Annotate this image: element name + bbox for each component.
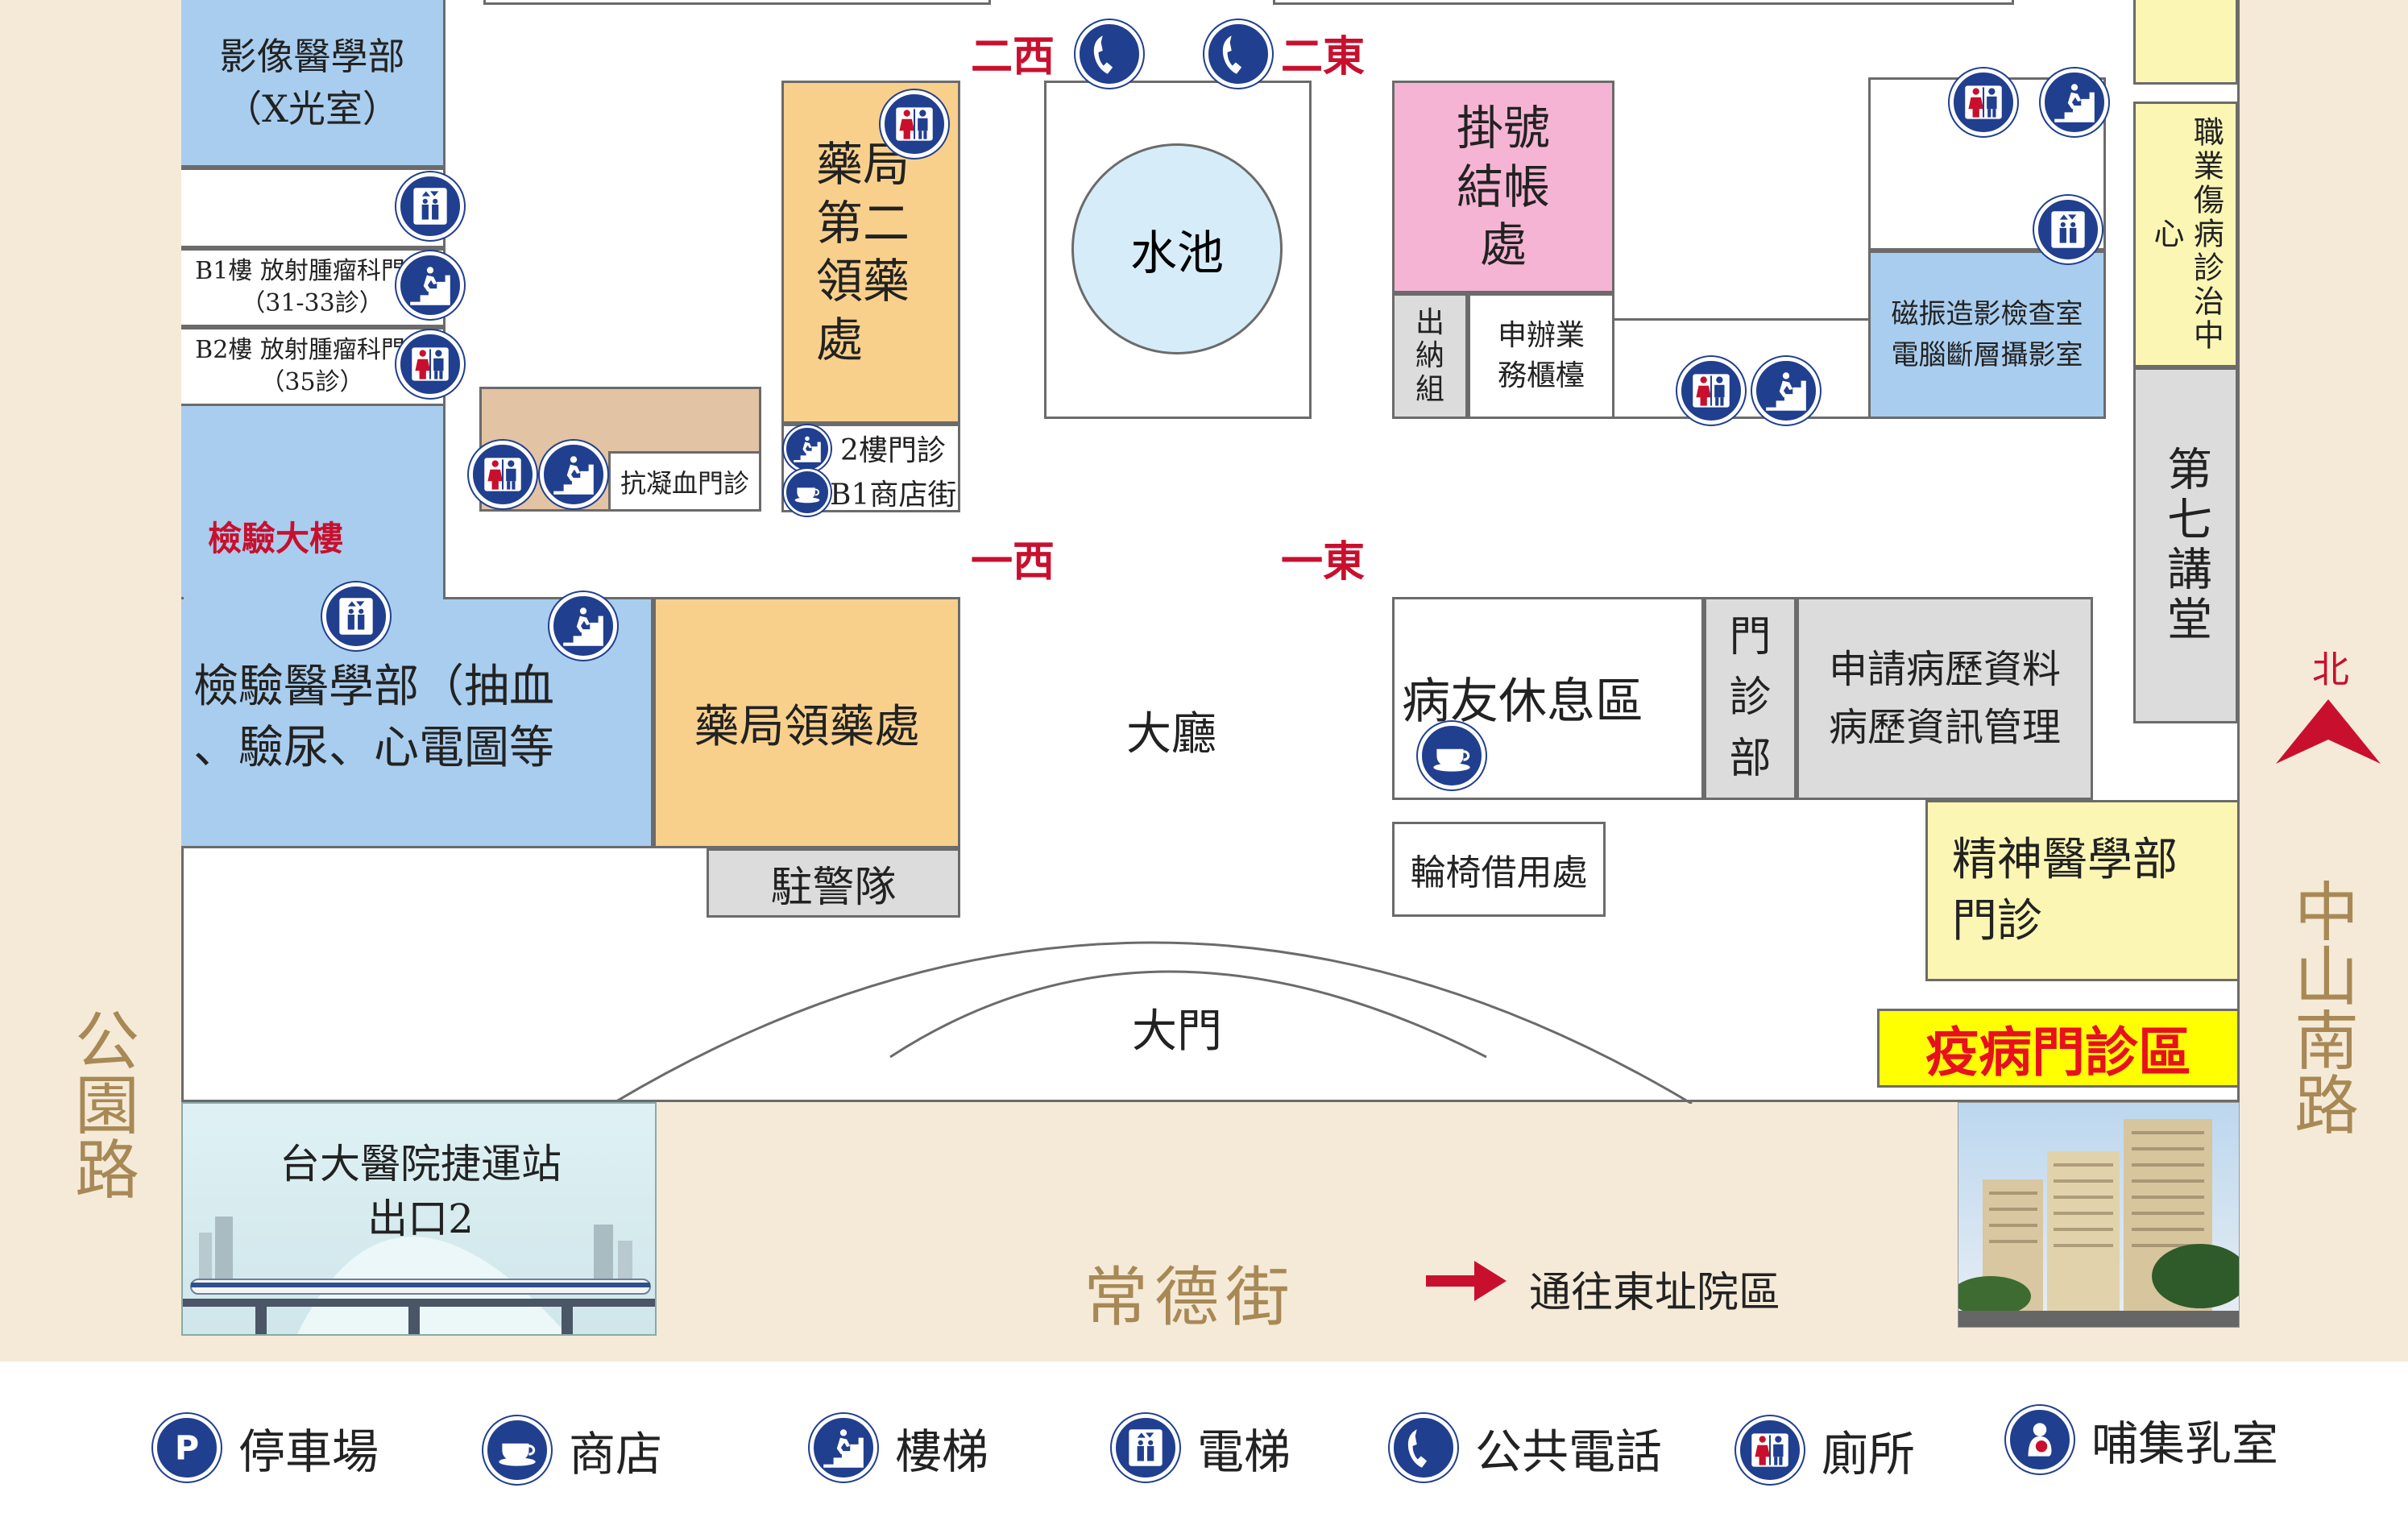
- room-b1-radiation: B1樓 放射腫瘤科門診 （31-33診）: [181, 248, 446, 327]
- stairs-icon: [540, 441, 607, 508]
- lab-medicine-label: 檢驗醫學部（抽血 、驗尿、心電圖等: [193, 661, 554, 774]
- elevator-icon: [322, 582, 390, 650]
- corridor-two-east: 二東: [1281, 32, 1366, 81]
- stairs-icon: [810, 1414, 877, 1482]
- lab-building-label: 檢驗大樓: [208, 519, 344, 558]
- stairs-icon: [396, 251, 464, 319]
- lab-building-cover: [184, 592, 443, 602]
- corridor-one-west: 一西: [971, 537, 1055, 586]
- cup-icon: [483, 1416, 551, 1484]
- legend-stairs: 樓梯: [810, 1414, 988, 1482]
- stairs-icon: [1752, 357, 1820, 425]
- elevator-icon: [1112, 1414, 1179, 1482]
- top-room-strip-1: [483, 0, 991, 5]
- room-police: 駐警隊: [707, 848, 960, 918]
- restroom-icon: [881, 90, 948, 158]
- street-park-road: 公園路: [64, 1007, 139, 1200]
- room-service-counter: 申辦業 務櫃檯: [1468, 293, 1614, 419]
- room-epidemic: 疫病門診區: [1877, 1009, 2240, 1088]
- room-wheelchair: 輪椅借用處: [1392, 822, 1606, 917]
- lobby-label: 大廳: [1126, 708, 1216, 761]
- room-mri-ct: 磁振造影檢查室 電腦斷層攝影室: [1868, 251, 2106, 419]
- room-imaging: 影像醫學部 （X光室）: [181, 0, 446, 168]
- mrt-label: 台大醫院捷運站 出口2: [280, 1141, 562, 1242]
- legend-phone-label: 公共電話: [1475, 1424, 1663, 1479]
- epidemic-label: 疫病門診區: [1925, 1022, 2191, 1084]
- corridor-one-east: 一東: [1281, 537, 1366, 586]
- legend-restroom-label: 廁所: [1822, 1427, 1916, 1482]
- cup-icon: [1418, 722, 1486, 790]
- legend-stairs-label: 樓梯: [895, 1424, 989, 1479]
- restroom-icon: [1677, 357, 1745, 425]
- lecture-7-label: 第七講堂: [2159, 446, 2212, 645]
- stairs-icon: [549, 592, 617, 660]
- east-link-label: 通往東址院區: [1529, 1269, 1781, 1317]
- cup-icon: [784, 469, 831, 516]
- label-2f-clinic: 2樓門診: [840, 434, 946, 467]
- room-records: 申請病歷資料 病歷資訊管理: [1797, 597, 2093, 800]
- legend-shop: 商店: [483, 1416, 662, 1484]
- legend-restroom: 廁所: [1736, 1416, 1915, 1484]
- room-lab-building-upper: [181, 406, 446, 599]
- restroom-icon: [469, 441, 537, 508]
- legend-parking-label: 停車場: [238, 1424, 379, 1479]
- room-pharmacy: 藥局領藥處: [653, 597, 960, 848]
- room-occupational: 職業傷病診治中心: [2133, 102, 2238, 367]
- elevator-icon: [2034, 196, 2102, 263]
- stairs-icon: [784, 425, 831, 472]
- legend-elevator: 電梯: [1112, 1414, 1291, 1482]
- legend-elevator-label: 電梯: [1197, 1424, 1291, 1479]
- street-zhongshan-south-road: 中山南路: [2284, 878, 2359, 1136]
- corridor-two-west: 二西: [971, 32, 1055, 81]
- room-cashier: 出 納 組: [1392, 293, 1468, 419]
- street-changde: 常德街: [1084, 1260, 1296, 1335]
- legend-shop-label: 商店: [569, 1427, 663, 1482]
- top-right-yellow-block: [2133, 0, 2238, 85]
- phone-icon: [1204, 20, 1272, 88]
- patient-lounge-label: 病友休息區: [1402, 674, 1643, 730]
- room-outpatient: 門 診 部: [1704, 597, 1797, 800]
- east-link-arrow-icon: [1426, 1261, 1507, 1301]
- room-registration: 掛號 結帳 處: [1392, 81, 1614, 293]
- mrt-train-illustration: [183, 1217, 655, 1334]
- elevator-icon: [396, 172, 464, 240]
- room-restroom-annex: [1614, 318, 1876, 419]
- main-gate-arcs: [611, 941, 1693, 1104]
- legend-nursing: 哺集乳室: [2006, 1406, 2278, 1473]
- hospital-buildings-illustration: [1958, 1119, 2239, 1327]
- hospital-photo: [1958, 1102, 2240, 1328]
- nursing-icon: [2006, 1406, 2074, 1473]
- restroom-icon: [1950, 68, 2017, 136]
- legend-phone: 公共電話: [1390, 1414, 1662, 1482]
- phone-icon: [1390, 1414, 1457, 1482]
- parking-icon: [153, 1414, 221, 1482]
- room-psychiatry: 精神醫學部 門診: [1925, 800, 2240, 981]
- room-b2-radiation: B2樓 放射腫瘤科門診 （35診）: [181, 327, 446, 406]
- legend-nursing-label: 哺集乳室: [2091, 1416, 2279, 1471]
- pond: 水池: [1071, 143, 1283, 354]
- room-anticoag: 抗凝血門診: [608, 451, 761, 512]
- occupational-label: 職業傷病診治中心: [2149, 116, 2224, 353]
- restroom-icon: [1736, 1416, 1804, 1484]
- phone-icon: [1076, 20, 1143, 88]
- mrt-station-panel: 台大醫院捷運站 出口2: [181, 1102, 657, 1336]
- room-lecture-7: 第七講堂: [2133, 367, 2238, 723]
- north-arrow-icon: [2276, 699, 2381, 764]
- main-gate-label: 大門: [1132, 1005, 1222, 1058]
- restroom-icon: [396, 330, 464, 398]
- legend-parking: 停車場: [153, 1414, 379, 1482]
- north-label: 北: [2312, 648, 2349, 691]
- top-room-strip-2: [1273, 0, 2014, 5]
- label-b1-shop: B1商店街: [830, 479, 957, 512]
- stairs-icon: [2041, 68, 2108, 136]
